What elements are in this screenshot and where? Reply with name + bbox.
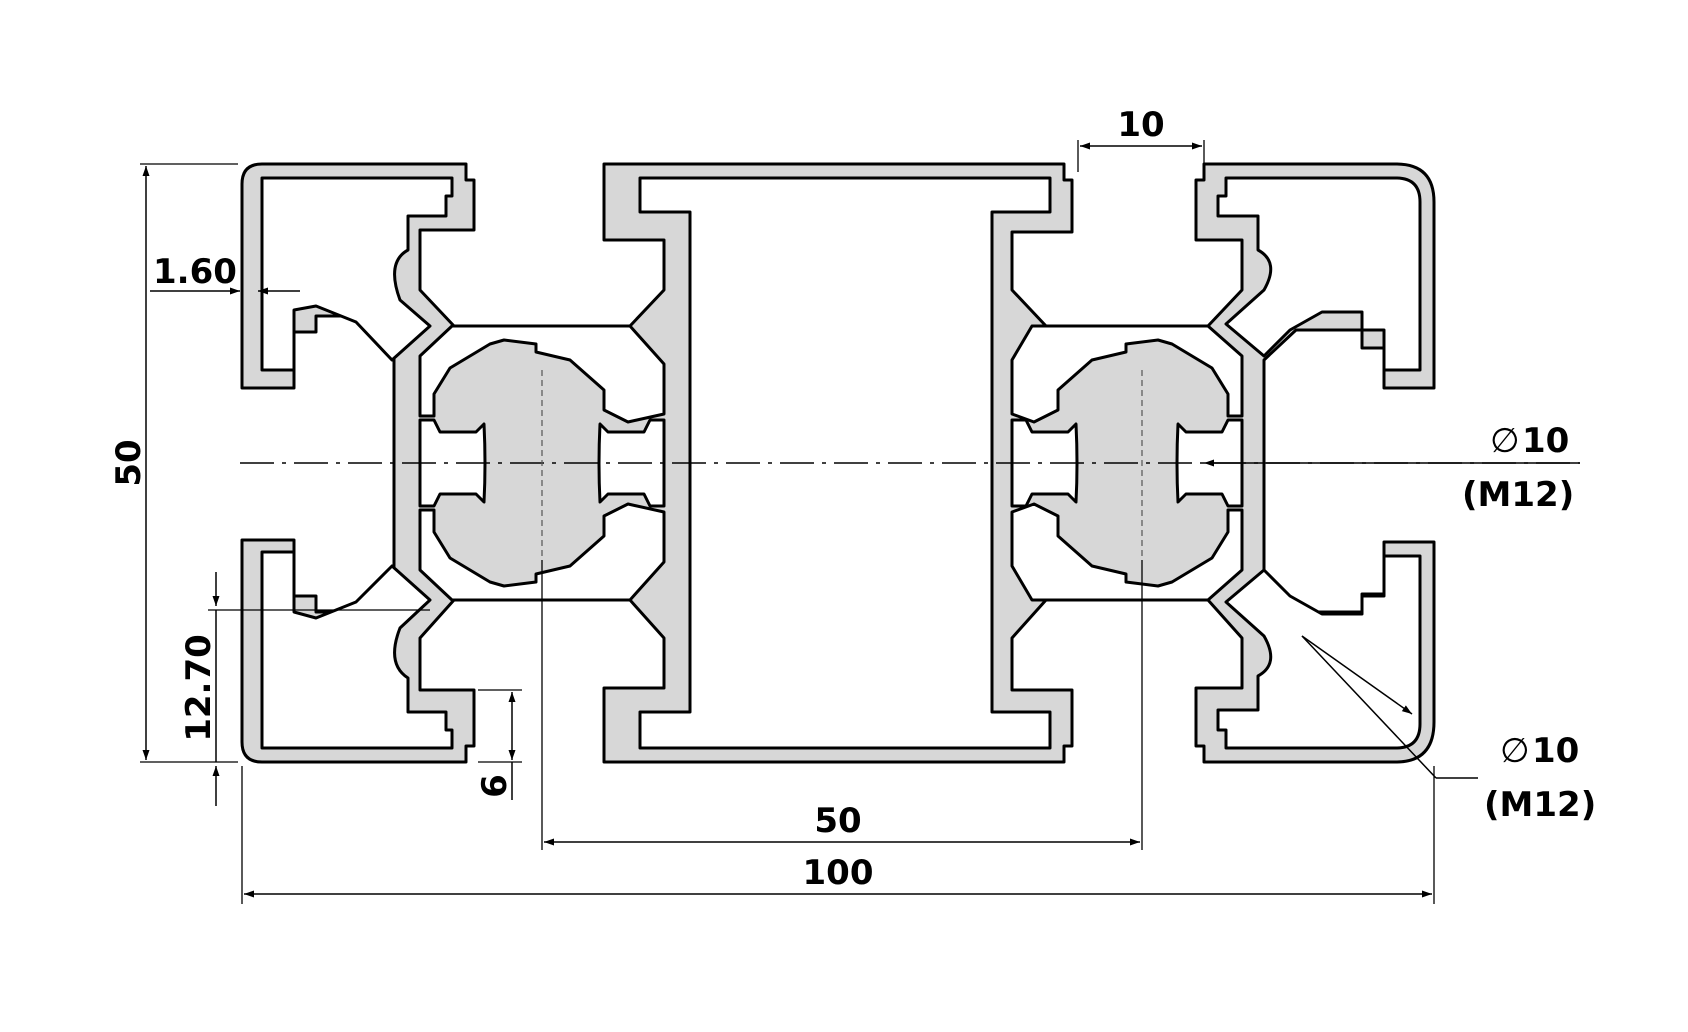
core-bore-thread: (M12) — [1462, 475, 1574, 515]
core-bore-value: 10 — [1522, 421, 1569, 461]
dim-lip: 6 — [475, 689, 522, 800]
corner-bore-symbol: ∅ — [1500, 731, 1530, 771]
dim-lip-label: 6 — [475, 774, 515, 798]
core-bore-symbol: ∅ — [1490, 421, 1520, 461]
corner-bore-value: 10 — [1532, 731, 1579, 771]
callout-core-bore: ∅ 10 (M12) — [1204, 421, 1580, 515]
dim-height: 50 — [109, 163, 238, 763]
corner-bore-thread: (M12) — [1484, 785, 1596, 825]
dim-slot-depth: 12.70 — [179, 572, 430, 806]
callout-corner-bore: ∅ 10 (M12) — [1301, 635, 1596, 825]
dim-height-label: 50 — [109, 439, 149, 486]
dim-slot-pitch: 50 — [541, 560, 1143, 850]
dim-slot-depth-label: 12.70 — [179, 634, 219, 742]
dim-slot-pitch-label: 50 — [814, 801, 861, 841]
dim-slot-opening-label: 10 — [1117, 105, 1164, 145]
dim-wall-thickness: 1.60 — [150, 252, 300, 295]
dim-wall-thickness-label: 1.60 — [153, 252, 237, 292]
dim-total-width-label: 100 — [803, 853, 874, 893]
dim-slot-opening: 10 — [1077, 105, 1205, 172]
dim-total-width: 100 — [241, 766, 1435, 904]
